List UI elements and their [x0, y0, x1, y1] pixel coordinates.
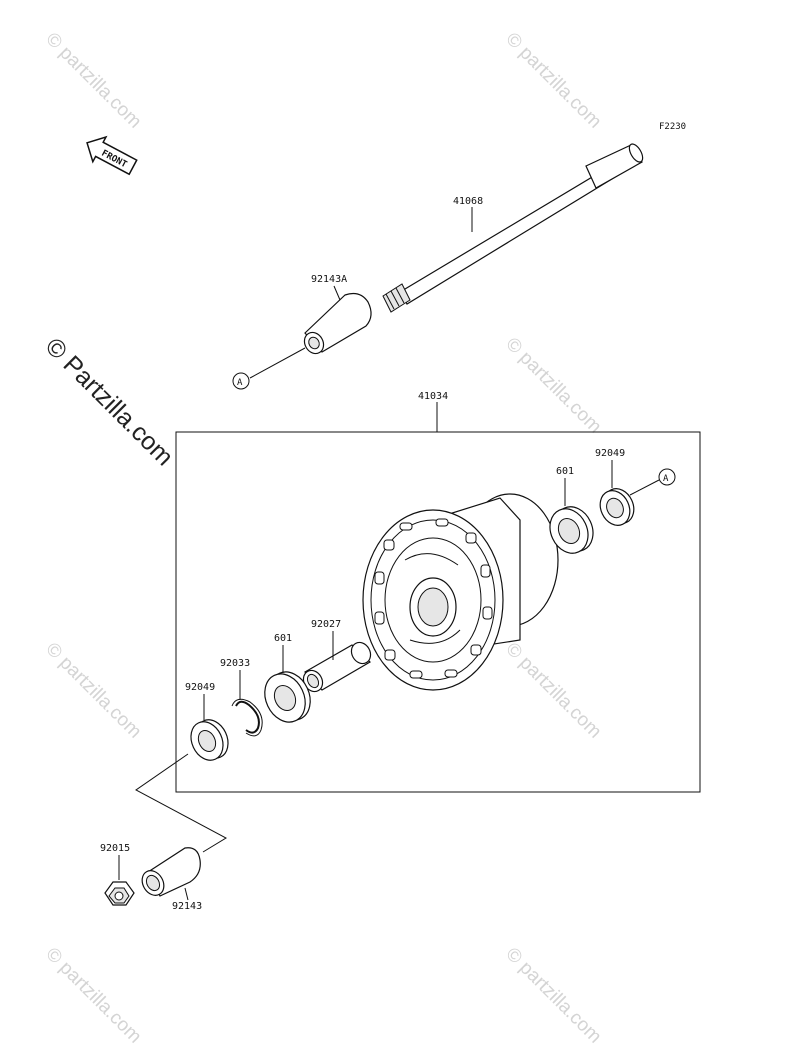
nut — [104, 881, 135, 906]
watermark: © partzilla.com — [501, 639, 605, 743]
label-nut: 92015 — [100, 843, 130, 854]
svg-text:A: A — [663, 474, 669, 484]
label-circlip: 92033 — [220, 658, 250, 669]
watermark: © partzilla.com — [501, 944, 605, 1046]
label-bearing-right: 601 — [556, 466, 574, 477]
front-arrow-icon: FRONT — [86, 135, 138, 176]
watermark: © partzilla.com — [501, 29, 605, 133]
collar-a — [303, 292, 372, 355]
axle — [382, 143, 644, 313]
ref-marker: A — [232, 372, 250, 390]
leader-line — [333, 285, 341, 301]
ref-marker: A — [658, 468, 676, 486]
collar — [141, 847, 201, 897]
diagram-code: F2230 — [659, 122, 686, 132]
wheel-hub — [362, 493, 559, 691]
seal-right — [599, 488, 635, 526]
label-seal-right: 92049 — [595, 448, 625, 459]
hub-assembly-box — [175, 431, 701, 793]
circlip — [231, 698, 263, 737]
watermark: © partzilla.com — [501, 334, 605, 438]
svg-text:A: A — [237, 378, 243, 388]
watermark: © partzilla.com — [41, 29, 145, 133]
label-wheel-hub: 41034 — [418, 391, 448, 402]
assembly-line — [135, 753, 228, 853]
leader-line — [629, 479, 660, 496]
bearing-left — [264, 671, 311, 723]
watermark: © partzilla.com — [41, 639, 145, 743]
bearing-right — [549, 506, 594, 554]
watermark-main: © Partzilla.com — [40, 332, 179, 471]
label-collar-a: 92143A — [311, 274, 347, 285]
distance-collar — [302, 641, 372, 693]
label-distance-collar: 92027 — [311, 619, 341, 630]
label-collar: 92143 — [172, 901, 202, 912]
label-axle: 41068 — [453, 196, 483, 207]
label-bearing-left: 601 — [274, 633, 292, 644]
label-seal-left: 92049 — [185, 682, 215, 693]
watermark: © partzilla.com — [41, 944, 145, 1046]
leader-line — [184, 887, 189, 901]
seal-left — [190, 719, 229, 761]
leader-line — [249, 347, 306, 379]
